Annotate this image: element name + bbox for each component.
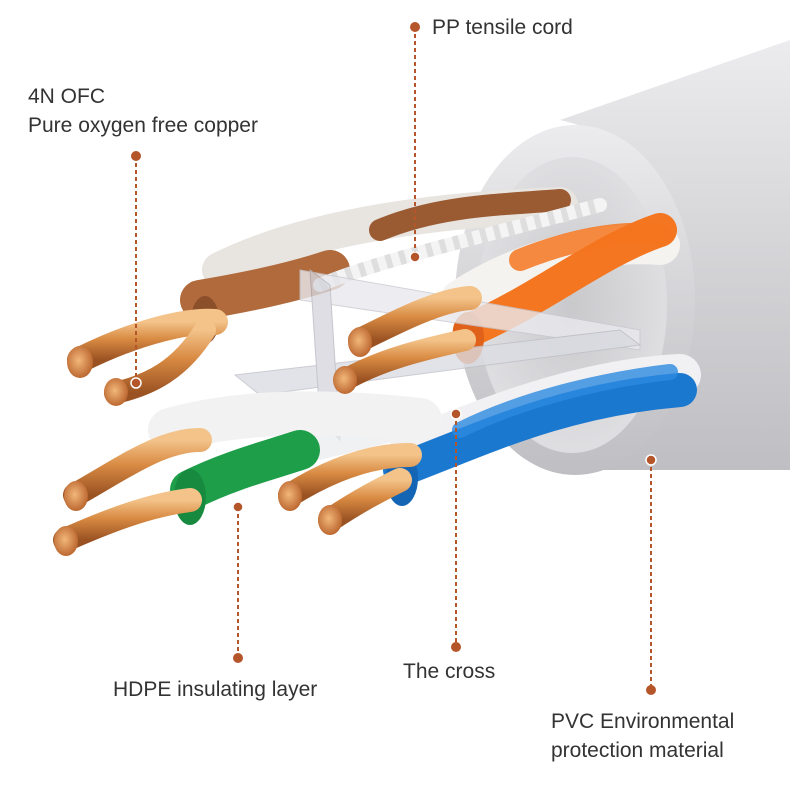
label-cross-line1: The cross — [403, 660, 496, 683]
label-pp-cord-line1: PP tensile cord — [432, 16, 573, 39]
label-pvc-line2: protection material — [551, 739, 724, 762]
label-copper: 4N OFC Pure oxygen free copper — [28, 82, 258, 140]
label-hdpe-line1: HDPE insulating layer — [113, 678, 318, 701]
label-copper-line2: Pure oxygen free copper — [28, 114, 258, 137]
copper-conductors — [53, 286, 482, 556]
label-copper-line1: 4N OFC — [28, 85, 106, 108]
label-pvc: PVC Environmental protection material — [551, 707, 734, 765]
label-pvc-line1: PVC Environmental — [551, 710, 735, 733]
leader-hdpe — [232, 501, 244, 663]
leader-pvc — [645, 454, 657, 695]
leader-copper — [130, 151, 142, 389]
pp-tensile-cord — [313, 198, 607, 292]
leader-lines — [130, 22, 657, 695]
leader-cross — [450, 408, 462, 652]
label-hdpe: HDPE insulating layer — [113, 675, 317, 704]
leader-pp-cord — [409, 22, 421, 263]
label-pp-cord: PP tensile cord — [432, 13, 573, 42]
blue-pair — [383, 354, 701, 506]
label-cross: The cross — [403, 657, 495, 686]
